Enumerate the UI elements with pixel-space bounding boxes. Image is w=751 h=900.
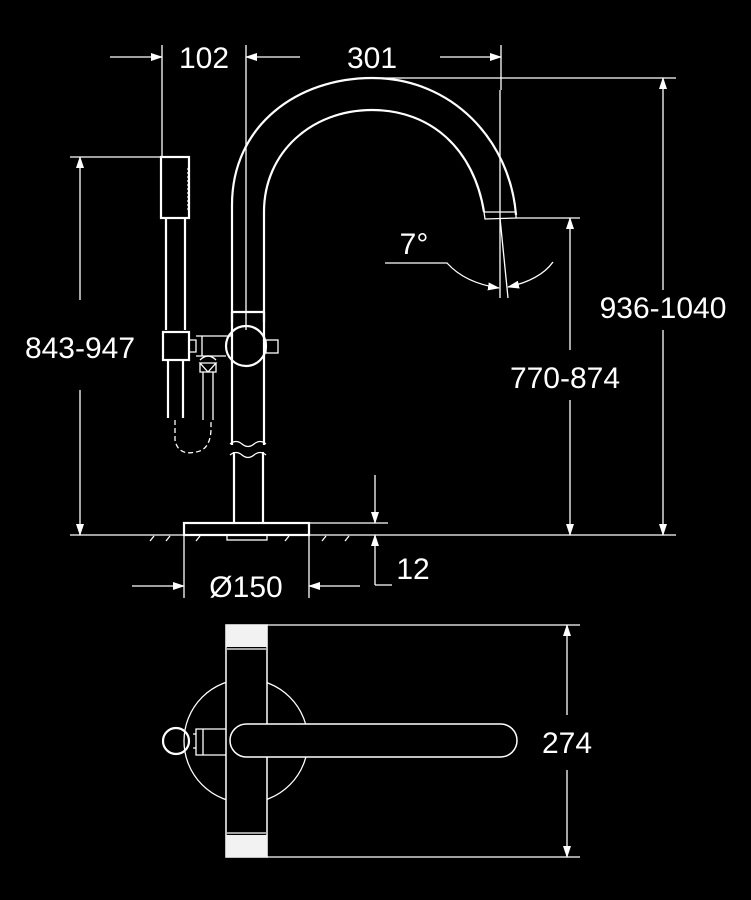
side-view [70, 76, 518, 542]
floor-hatch [149, 535, 350, 542]
handshower-holder [161, 330, 191, 362]
hose [166, 360, 185, 418]
dim-label-102: 102 [179, 42, 229, 75]
handshower-connector [190, 335, 232, 357]
dim-label-base-thickness: 12 [396, 553, 429, 586]
top-view [161, 624, 580, 858]
hose-dashed-loop [174, 420, 212, 454]
spout-top [229, 723, 518, 758]
dim-label-base-diameter: Ø150 [209, 571, 282, 604]
bar-cap-top [226, 625, 267, 647]
mixer-knob [265, 339, 279, 354]
valve [198, 355, 218, 420]
dim-label-outlet-height: 770-874 [510, 362, 620, 395]
knob-connector-top [193, 728, 226, 756]
dim-label-handshower-height: 843-947 [25, 332, 135, 365]
column [230, 310, 266, 522]
spout-inner [262, 108, 486, 322]
dim-label-angle: 7° [400, 228, 429, 261]
handshower-head [159, 155, 191, 220]
dim-label-width: 274 [542, 727, 592, 760]
column-break-lines [229, 440, 267, 459]
bar-cap-bottom [226, 835, 267, 857]
knob-top [161, 726, 191, 756]
handshower-handle [164, 218, 187, 330]
dim-label-total-height: 936-1040 [600, 292, 727, 325]
dim-label-301: 301 [347, 42, 397, 75]
base-plate [182, 521, 311, 537]
dimension-lines [70, 45, 676, 598]
spout-outer [230, 76, 518, 322]
